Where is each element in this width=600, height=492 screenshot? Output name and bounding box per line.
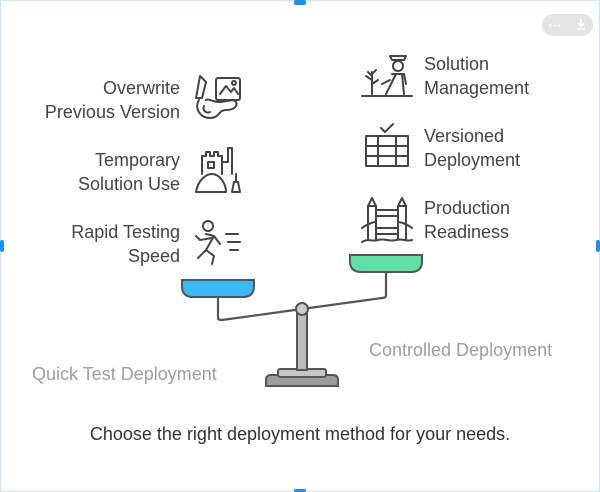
download-icon[interactable]: [575, 18, 587, 32]
label-overwrite-previous-version: Overwrite Previous Version: [44, 78, 180, 122]
more-icon[interactable]: ···: [548, 17, 562, 33]
resize-handle-bottom[interactable]: [294, 489, 306, 492]
label-versioned-deployment: Versioned Deployment: [424, 126, 521, 170]
paint-brush-picture-icon: [195, 75, 241, 119]
scale-pillar: [296, 311, 308, 371]
scale-pivot: [295, 302, 309, 316]
caption-quick-test-deployment: Quick Test Deployment: [32, 364, 217, 384]
tower-bridge-icon: [361, 197, 413, 243]
label-rapid-testing-speed: Rapid Testing Speed: [71, 222, 180, 266]
sandcastle-icon: [195, 147, 241, 193]
label-temporary-solution-use: Temporary Solution Use: [77, 150, 180, 194]
caption-controlled-deployment: Controlled Deployment: [369, 340, 553, 360]
running-person-icon: [195, 220, 241, 265]
resize-handle-right[interactable]: [596, 240, 600, 252]
server-stack-icon: [365, 123, 409, 167]
resize-handle-top[interactable]: [294, 0, 306, 5]
label-production-readiness: Production Readiness: [424, 198, 511, 242]
toolbar: ···: [542, 14, 593, 36]
gardener-icon: [361, 55, 413, 97]
pan-controlled: [349, 254, 423, 273]
pan-quick-test: [181, 279, 255, 298]
resize-handle-left[interactable]: [0, 240, 4, 252]
footer-text: Choose the right deployment method for y…: [89, 424, 511, 444]
label-solution-management: Solution Management: [424, 54, 530, 98]
